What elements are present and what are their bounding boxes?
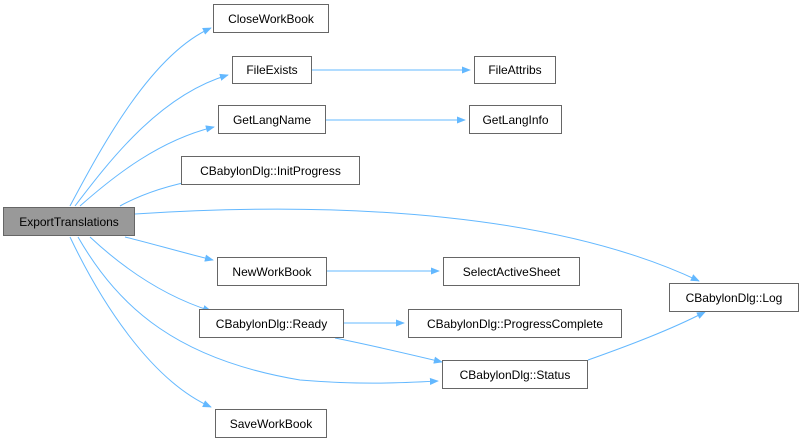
node-save-workbook[interactable]: SaveWorkBook — [215, 409, 327, 438]
edge-status-to-log — [587, 311, 706, 361]
node-label: CBabylonDlg::Log — [685, 290, 783, 305]
edge-root-to-file-exists — [74, 73, 229, 207]
edge-ready-to-status — [334, 337, 443, 364]
node-export-translations: ExportTranslations — [3, 207, 135, 236]
node-label: FileExists — [246, 63, 298, 77]
edge-root-to-get-lang-name — [79, 125, 215, 207]
node-file-attribs[interactable]: FileAttribs — [474, 56, 556, 84]
node-close-workbook[interactable]: CloseWorkBook — [213, 4, 329, 33]
node-label: CBabylonDlg::ProgressComplete — [426, 316, 604, 331]
node-label: NewWorkBook — [232, 264, 312, 279]
node-log[interactable]: CBabylonDlg::Log — [669, 283, 799, 312]
node-init-progress[interactable]: CBabylonDlg::InitProgress — [181, 156, 360, 185]
node-label: FileAttribs — [488, 63, 542, 77]
node-label: CBabylonDlg::Status — [459, 367, 571, 382]
node-label: SaveWorkBook — [229, 416, 313, 431]
node-select-active-sheet[interactable]: SelectActiveSheet — [443, 257, 580, 286]
node-label: SelectActiveSheet — [462, 264, 561, 279]
edge-root-to-ready — [89, 236, 212, 313]
node-get-lang-info[interactable]: GetLangInfo — [469, 105, 562, 134]
edge-root-to-new-workbook — [124, 236, 214, 262]
edge-root-to-close-workbook — [69, 27, 212, 207]
edge-root-to-status — [77, 236, 439, 386]
node-get-lang-name[interactable]: GetLangName — [218, 105, 326, 134]
node-new-workbook[interactable]: NewWorkBook — [217, 257, 327, 286]
edge-root-to-log — [134, 208, 700, 282]
node-status[interactable]: CBabylonDlg::Status — [442, 360, 588, 389]
node-file-exists[interactable]: FileExists — [232, 56, 312, 84]
node-progress-complete[interactable]: CBabylonDlg::ProgressComplete — [408, 309, 622, 338]
node-label: CBabylonDlg::InitProgress — [200, 163, 341, 178]
node-label: CBabylonDlg::Ready — [215, 316, 328, 331]
node-label: ExportTranslations — [19, 214, 119, 229]
node-label: CloseWorkBook — [228, 11, 314, 26]
node-label: GetLangInfo — [482, 112, 549, 127]
edge-root-to-save-workbook — [69, 236, 212, 408]
node-ready[interactable]: CBabylonDlg::Ready — [199, 309, 344, 338]
node-label: GetLangName — [232, 112, 312, 127]
